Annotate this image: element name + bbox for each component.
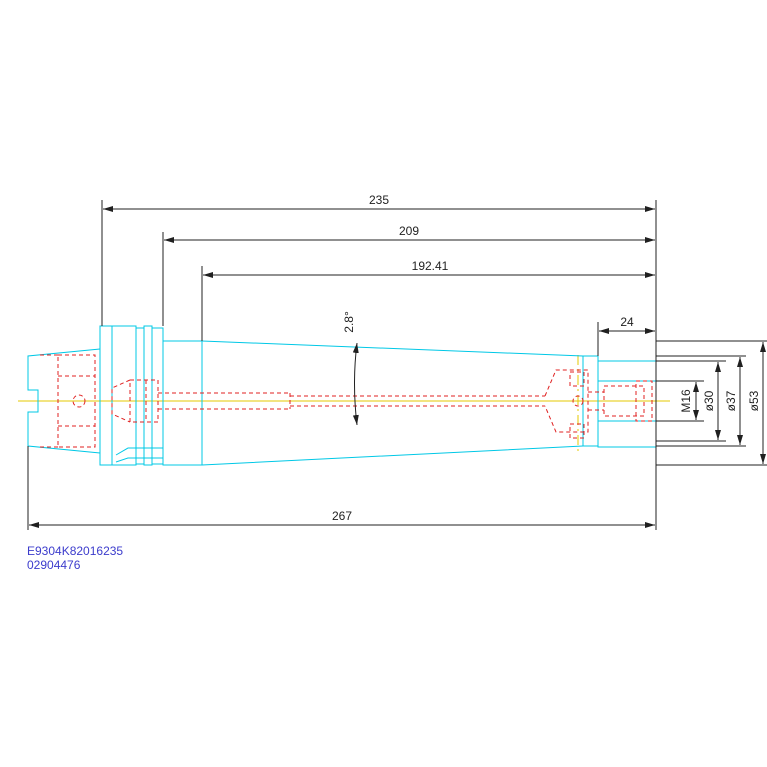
dim-24-text: 24 bbox=[620, 315, 634, 329]
dim-192-text: 192.41 bbox=[412, 259, 449, 273]
centerline bbox=[18, 355, 670, 455]
dim-209-text: 209 bbox=[399, 224, 419, 238]
dim-235-text: 235 bbox=[369, 193, 389, 207]
dia-37-text: ø37 bbox=[724, 390, 738, 411]
angle-text: 2.8° bbox=[342, 311, 356, 333]
extension-lines bbox=[27, 200, 767, 530]
thread-text: M16 bbox=[679, 389, 693, 413]
dia-30-text: ø30 bbox=[702, 390, 716, 411]
part-number-label: 02904476 bbox=[27, 558, 81, 572]
angle-arc bbox=[352, 342, 359, 426]
hidden-lines bbox=[40, 354, 653, 448]
dimension-lines bbox=[29, 206, 766, 528]
part-code-label: E9304K82016235 bbox=[27, 544, 124, 558]
dim-267-text: 267 bbox=[332, 509, 352, 523]
dia-53-text: ø53 bbox=[747, 390, 761, 411]
